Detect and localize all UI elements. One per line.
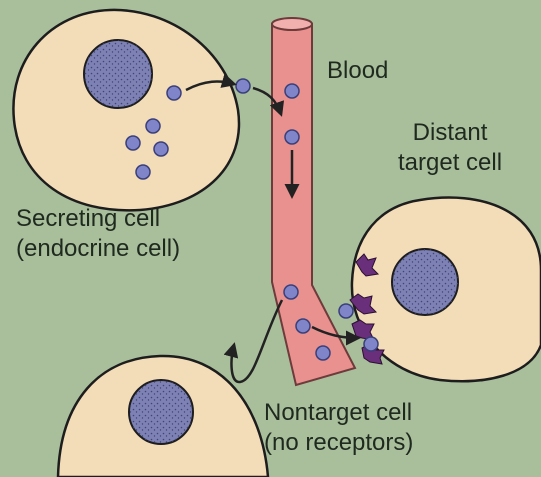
nontarget-label-line2: (no receptors) <box>264 428 413 458</box>
return-arrow <box>232 300 282 382</box>
distant-label-line1: Distant <box>398 118 502 148</box>
secreting-cell-nucleus <box>84 40 152 108</box>
hormone-molecule <box>167 86 181 100</box>
nontarget-cell-label: Nontarget cell (no receptors) <box>264 398 413 458</box>
target-cell-nucleus <box>392 249 458 315</box>
hormone-molecule <box>126 136 140 150</box>
blood-label-text: Blood <box>327 57 388 84</box>
hormone-molecule <box>236 79 250 93</box>
hormone-molecule <box>154 142 168 156</box>
secreting-label-line2: (endocrine cell) <box>16 234 180 264</box>
secreting-cell <box>13 10 239 210</box>
hormone-molecule <box>339 304 353 318</box>
hormone-molecule <box>136 165 150 179</box>
hormone-molecule <box>296 319 310 333</box>
nontarget-label-line1: Nontarget cell <box>264 398 413 428</box>
distant-label-line2: target cell <box>398 148 502 178</box>
nontarget-cell-nucleus <box>129 380 193 444</box>
hormone-molecule <box>146 119 160 133</box>
hormone-molecule <box>285 84 299 98</box>
distant-target-cell-label: Distant target cell <box>398 118 502 178</box>
hormone-molecule <box>285 130 299 144</box>
blood-label: Blood <box>327 56 388 86</box>
hormone-molecule <box>316 346 330 360</box>
hormone-molecule <box>284 285 298 299</box>
secreting-cell-label: Secreting cell (endocrine cell) <box>16 204 180 264</box>
nontarget-cell <box>58 356 268 477</box>
secreting-label-line1: Secreting cell <box>16 204 180 234</box>
hormone-molecule <box>364 337 378 351</box>
